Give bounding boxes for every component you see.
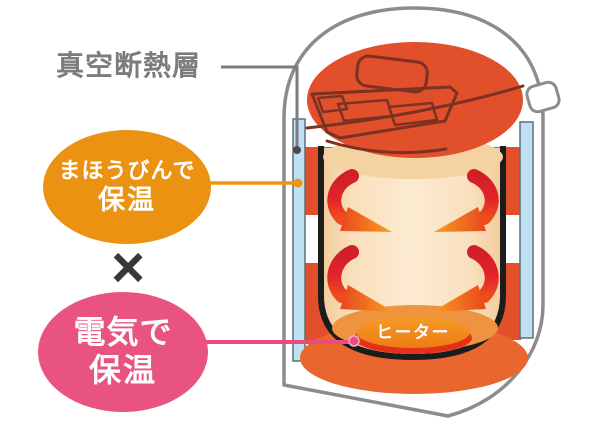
- lid-rim-arc: [325, 139, 448, 155]
- heat-circulation-arrow-upper-left: [327, 169, 392, 232]
- heat-circulation-arrow-upper-right: [434, 169, 499, 232]
- lid-control-panel: [310, 85, 459, 140]
- electric-connector-dot: [348, 335, 360, 347]
- heat-circulation-arrow-lower-right: [432, 245, 499, 312]
- thermos-connector-dot: [293, 178, 303, 188]
- lid-control-buttons: [316, 94, 439, 127]
- electric-bubble-line2: 保温: [88, 352, 157, 388]
- lid-crease-line: [305, 84, 525, 130]
- inner-container-wall: [318, 146, 506, 361]
- vacuum-connector-dot: [293, 146, 301, 154]
- lid-details: [305, 54, 525, 155]
- heat-circulation-arrow-lower-left: [327, 245, 394, 312]
- multiply-symbol: ×: [111, 234, 145, 300]
- vacuum-layer-strip-right: [519, 121, 534, 339]
- lid: [307, 42, 523, 158]
- heater-plate: [356, 316, 470, 348]
- thermos-bubble-line2: 保温: [98, 185, 156, 216]
- thermos-bubble-line1: まほうびんで: [58, 157, 196, 183]
- electric-bubble-line1: 電気で: [73, 314, 173, 351]
- electric-keep-warm-bubble: 電気で 保温: [38, 292, 208, 412]
- vacuum-layer-label: 真空断熱層: [56, 50, 202, 81]
- handle: [525, 80, 561, 114]
- vacuum-connector-line: [221, 65, 299, 148]
- heater-label: ヒーター: [376, 323, 450, 342]
- vacuum-layer-strip-left: [292, 118, 306, 362]
- thermos-keep-warm-bubble: まほうびんで 保温: [43, 130, 211, 244]
- heat-circulation-arrows: [327, 169, 499, 312]
